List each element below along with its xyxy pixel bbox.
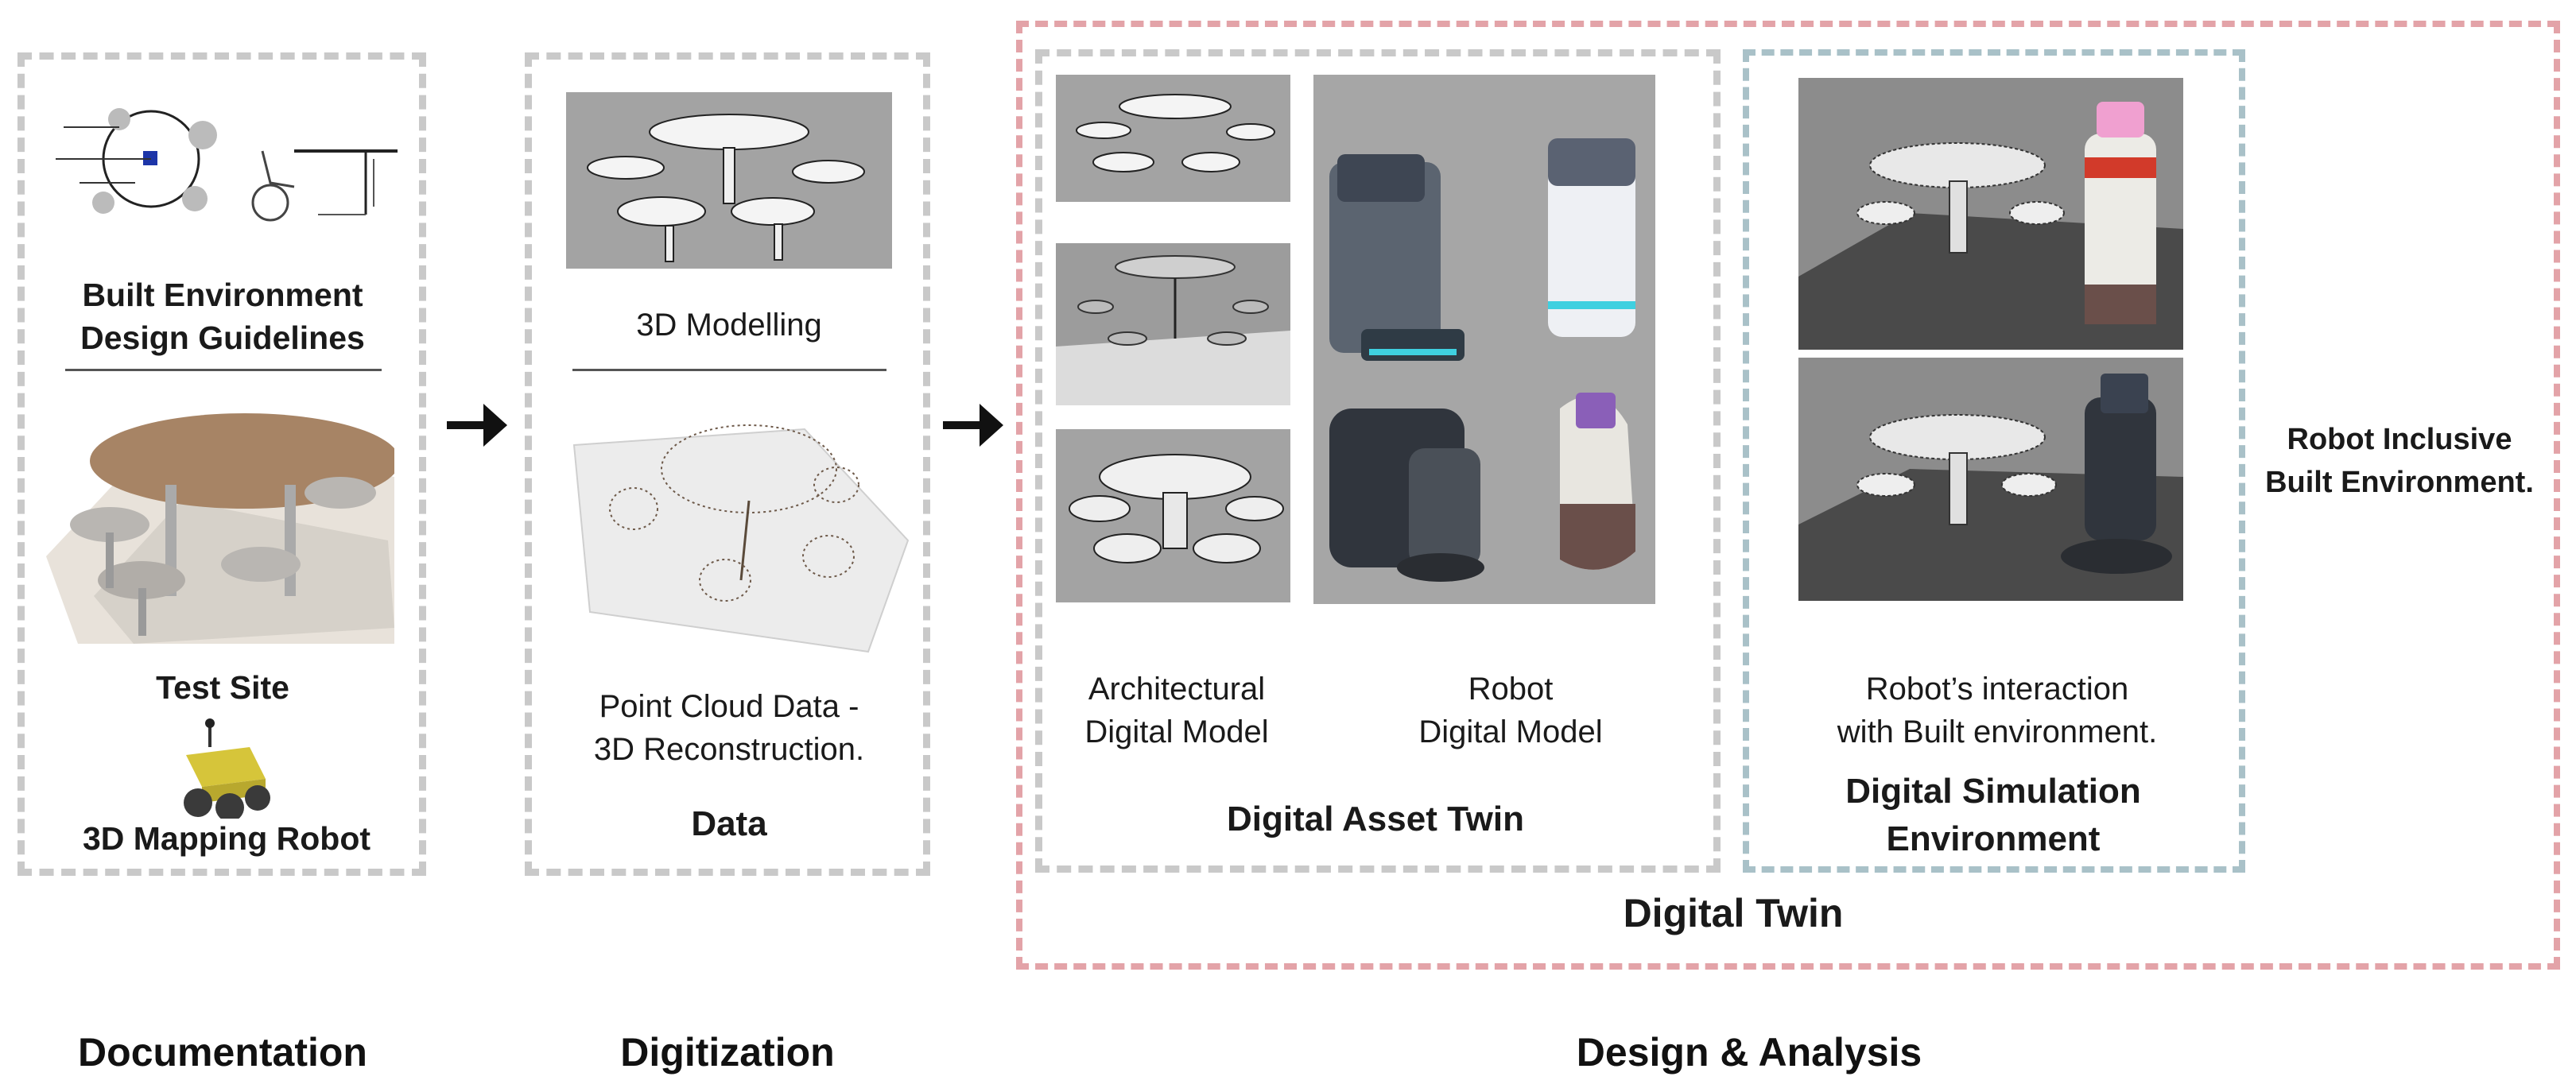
mapping-robot-label: 3D Mapping Robot [82,820,371,857]
guidelines-label: Built Environment Design Guidelines [80,277,365,356]
stage-design-analysis: Design & Analysis [1576,1030,1922,1075]
divider [65,369,382,371]
stage-documentation: Documentation [78,1030,367,1075]
mapping-robot-image [170,715,275,819]
stage-digitization: Digitization [620,1030,835,1075]
arrow-right-icon [941,397,1005,453]
data-label: Data [691,804,767,843]
arch-model-thumb-2 [1056,243,1290,405]
modelling-label: 3D Modelling [636,308,822,343]
divider [572,369,886,371]
arch-model-thumb-1 [1056,75,1290,202]
digital-simulation-title: Digital Simulation Environment [1845,772,2141,858]
arch-model-label: Architectural Digital Model [1084,672,1269,749]
test-site-photo [46,405,394,644]
test-site-label: Test Site [156,669,289,706]
arch-model-thumb-3 [1056,429,1290,602]
simulation-render-2 [1798,358,2183,601]
robot-models-render [1313,75,1655,604]
arrow-right-icon [445,397,509,453]
point-cloud-label: Point Cloud Data - 3D Reconstruction. [593,689,865,767]
digital-asset-twin-title: Digital Asset Twin [1226,800,1525,838]
documentation-panel [17,52,426,876]
digital-asset-twin-panel [1035,49,1721,873]
robot-model-label: Robot Digital Model [1418,672,1603,749]
simulation-render-1 [1798,78,2183,350]
design-guidelines-drawing [32,87,405,223]
digitization-panel [525,52,930,876]
outcome-label: Robot Inclusive Built Environment. [2265,423,2534,499]
point-cloud-render [566,397,916,660]
3d-model-render [566,92,892,269]
digital-twin-label: Digital Twin [1623,891,1844,935]
interaction-label: Robot’s interaction with Built environme… [1837,672,2158,749]
digital-simulation-panel [1743,49,2245,873]
digital-twin-panel [1016,21,2560,970]
